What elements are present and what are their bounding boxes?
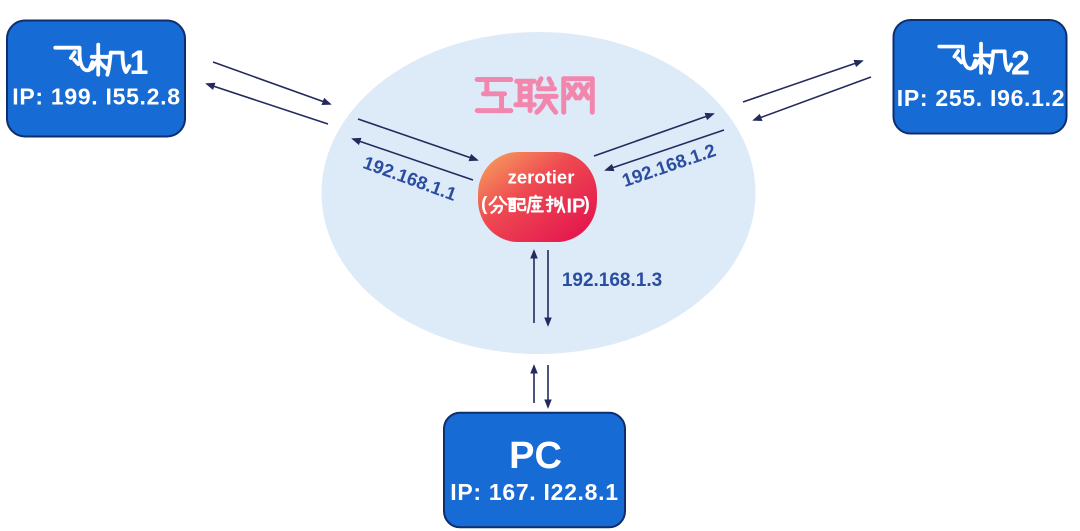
svg-text:IP: IP — [567, 196, 586, 218]
svg-text:PC: PC — [509, 435, 562, 477]
svg-text:IP: 199. I55.2.8: IP: 199. I55.2.8 — [12, 84, 180, 110]
svg-text:IP: 255. I96.1.2: IP: 255. I96.1.2 — [897, 85, 1065, 111]
svg-text:): ) — [584, 194, 590, 215]
svg-text:192.168.1.3: 192.168.1.3 — [562, 270, 662, 291]
svg-text:zerotier: zerotier — [508, 167, 575, 188]
svg-text:1: 1 — [130, 44, 149, 82]
svg-text:(: ( — [481, 194, 488, 215]
svg-text:IP: 167. I22.8.1: IP: 167. I22.8.1 — [450, 479, 618, 505]
svg-text:2: 2 — [1011, 45, 1030, 83]
